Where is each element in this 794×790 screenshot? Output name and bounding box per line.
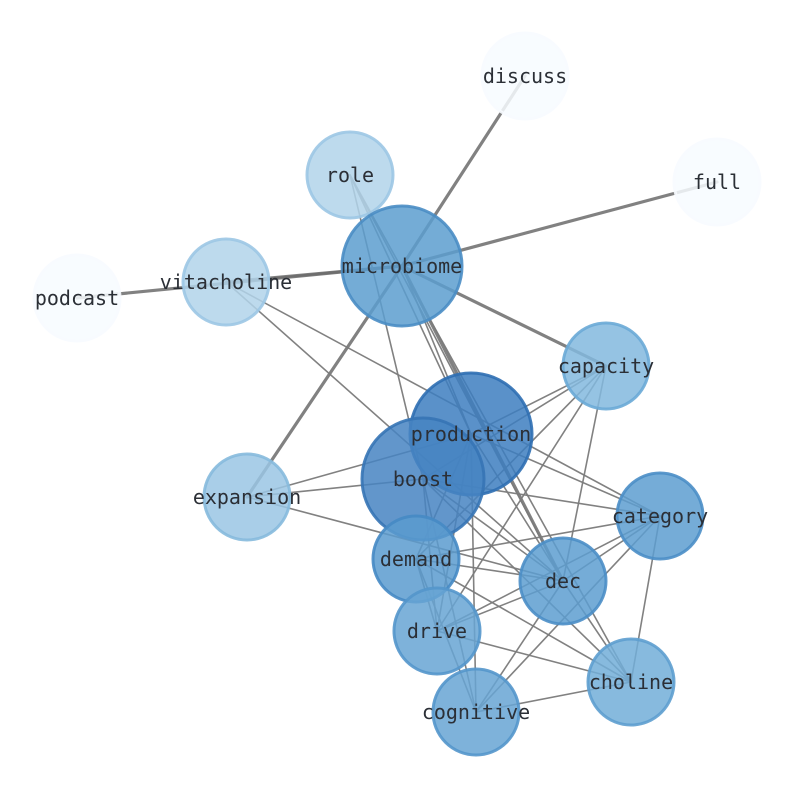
node-dec [518,536,608,626]
node-category [615,471,705,561]
node-label-podcast: podcast [35,286,119,310]
label-layer: discuss full role microbiome vitacholine podc… [35,64,741,724]
node-label-discuss: discuss [483,64,567,88]
node-choline [586,637,676,727]
node-layer [32,31,762,757]
node-label-category: category [612,504,708,528]
node-label-capacity: capacity [558,354,654,378]
node-label-role: role [326,163,374,187]
node-podcast [32,253,122,343]
node-role [305,130,395,220]
node-full [672,137,762,227]
node-vitacholine [181,237,271,327]
node-label-production: production [411,422,531,446]
node-label-dec: dec [545,569,581,593]
node-label-demand: demand [380,547,452,571]
node-label-boost: boost [393,467,453,491]
node-microbiome [340,204,464,328]
node-expansion [202,452,292,542]
node-label-expansion: expansion [193,485,301,509]
node-cognitive [431,667,521,757]
node-discuss [480,31,570,121]
node-label-full: full [693,170,741,194]
node-label-microbiome: microbiome [342,254,462,278]
node-label-vitacholine: vitacholine [160,270,292,294]
node-label-cognitive: cognitive [422,700,530,724]
node-capacity [561,321,651,411]
node-label-drive: drive [407,619,467,643]
node-label-choline: choline [589,670,673,694]
node-drive [392,586,482,676]
